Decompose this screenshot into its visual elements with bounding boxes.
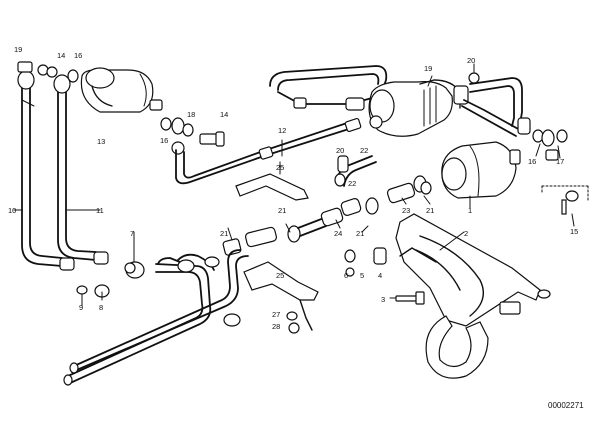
callout-9: 9 (79, 303, 83, 312)
bracket-25-top (235, 173, 309, 201)
callout-22: 22 (348, 179, 356, 188)
callout-24: 24 (334, 229, 342, 238)
fuel-line-20 (461, 72, 568, 161)
callout-20: 20 (467, 56, 475, 65)
callout-3: 3 (381, 295, 385, 304)
callout-5: 5 (360, 271, 364, 280)
fuel-pump-1 (441, 141, 521, 199)
callout-21: 21 (426, 206, 434, 215)
banjo-fitting-top-left (17, 61, 79, 94)
callout-19: 19 (424, 64, 432, 73)
callout-4: 4 (378, 271, 382, 280)
callout-22: 22 (360, 146, 368, 155)
callout-2: 2 (464, 229, 468, 238)
callout-8: 8 (99, 303, 103, 312)
callout-1: 1 (468, 206, 472, 215)
callout-16: 16 (528, 157, 536, 166)
hoses-center (222, 155, 432, 256)
callout-19: 19 (14, 45, 22, 54)
callout-18: 18 (187, 110, 195, 119)
leader-lines (13, 63, 575, 307)
fuel-line-12 (175, 118, 362, 185)
callout-7: 7 (130, 229, 134, 238)
bracket-25-lower (243, 261, 319, 334)
small-parts-4-5-6 (344, 247, 387, 277)
callout-labels: 14 16 19 18 16 14 13 12 19 20 20 16 17 2… (8, 45, 578, 331)
callout-21: 21 (356, 229, 364, 238)
callout-16: 16 (160, 136, 168, 145)
callout-13: 13 (97, 137, 105, 146)
callout-6: 6 (344, 271, 348, 280)
callout-28: 28 (272, 322, 280, 331)
fuel-line-loop-top (269, 65, 388, 111)
fuel-line-10 (21, 85, 63, 267)
bolt-15 (541, 185, 589, 215)
hose-fittings-bottom-left (59, 251, 145, 298)
callout-17: 17 (556, 157, 564, 166)
callout-21: 21 (278, 206, 286, 215)
callout-21: 21 (220, 229, 228, 238)
callout-15: 15 (570, 227, 578, 236)
callout-25: 25 (276, 271, 284, 280)
callout-12: 12 (278, 126, 286, 135)
diagram-code: 00002271 (548, 401, 584, 410)
callout-10: 10 (8, 206, 16, 215)
callout-11: 11 (96, 206, 104, 215)
callout-25: 25 (276, 163, 284, 172)
fuel-lines-bottom (63, 249, 249, 386)
fuel-pump-19 (368, 79, 469, 137)
pump-carrier-bracket-2 (395, 213, 551, 379)
bolt-3 (395, 291, 425, 305)
callout-27: 27 (272, 310, 280, 319)
fuel-filter-13 (80, 67, 163, 113)
callout-20: 20 (336, 146, 344, 155)
callout-14: 14 (220, 110, 228, 119)
callout-16: 16 (74, 51, 82, 60)
callout-23: 23 (402, 206, 410, 215)
callout-14: 14 (57, 51, 65, 60)
fittings-18-16-14 (160, 117, 225, 155)
fuel-line-11 (57, 91, 97, 261)
